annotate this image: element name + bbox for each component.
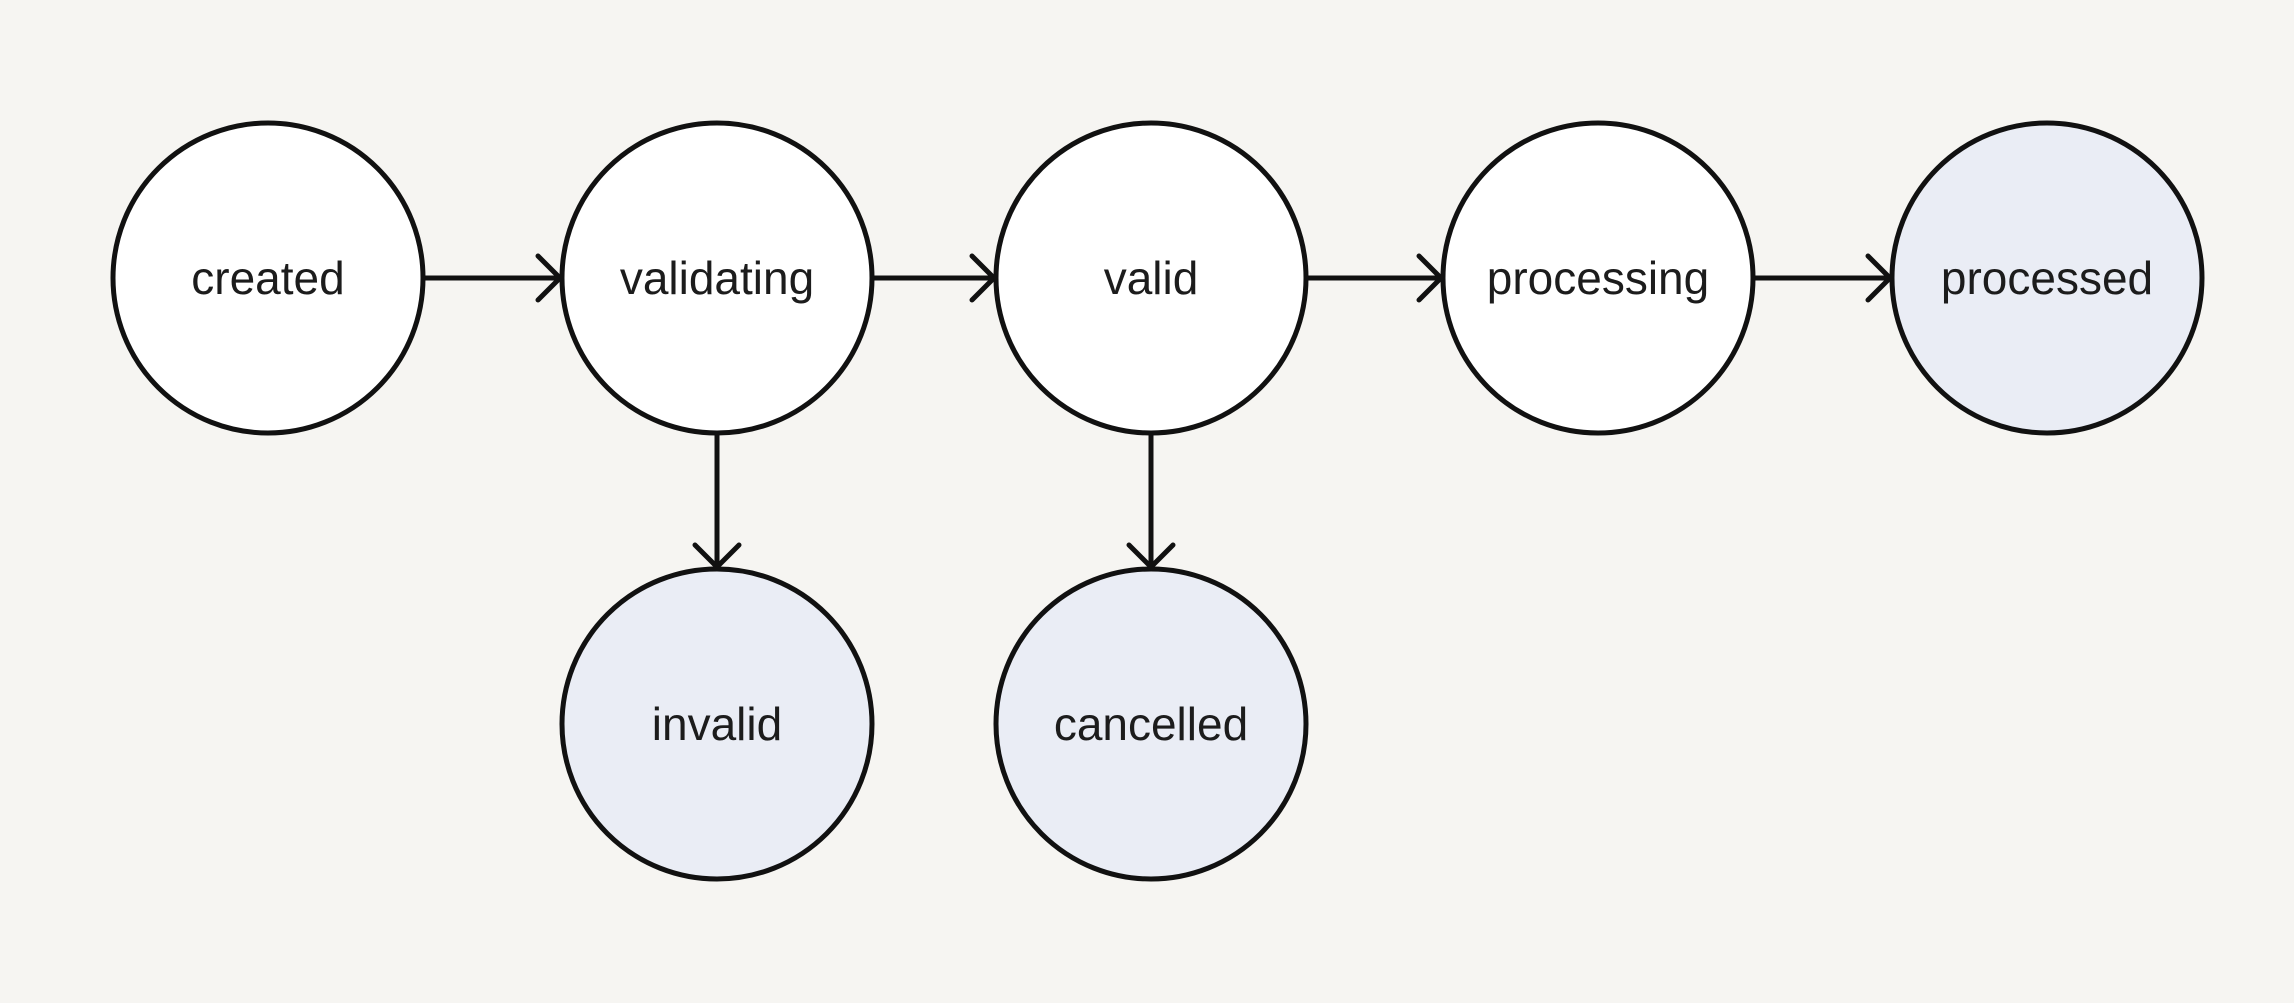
transition-processing-to-processed — [1750, 253, 1893, 303]
transition-validating-to-valid — [869, 253, 997, 303]
state-label: created — [191, 252, 344, 304]
state-node-validating: validating — [559, 120, 875, 436]
state-label: invalid — [652, 698, 782, 750]
transition-valid-to-processing — [1303, 253, 1444, 303]
state-circle — [993, 120, 1309, 436]
state-circle — [559, 120, 875, 436]
state-node-processing: processing — [1440, 120, 1756, 436]
state-node-created: created — [110, 120, 426, 436]
state-label: cancelled — [1054, 698, 1248, 750]
terminal-state-circle — [1889, 120, 2205, 436]
state-circle — [1440, 120, 1756, 436]
state-label: processed — [1941, 252, 2153, 304]
transition-created-to-validating — [420, 253, 563, 303]
terminal-state-circle — [559, 566, 875, 882]
state-node-invalid: invalid — [559, 566, 875, 882]
state-node-processed: processed — [1889, 120, 2205, 436]
transition-validating-to-invalid — [692, 430, 742, 570]
state-node-cancelled: cancelled — [993, 566, 1309, 882]
state-node-valid: valid — [993, 120, 1309, 436]
state-label: processing — [1487, 252, 1709, 304]
state-circle — [110, 120, 426, 436]
state-label: validating — [620, 252, 814, 304]
transition-valid-to-cancelled — [1126, 430, 1176, 570]
terminal-state-circle — [993, 566, 1309, 882]
states-layer: created validating valid processing processe… — [110, 120, 2205, 882]
state-label: valid — [1104, 252, 1199, 304]
